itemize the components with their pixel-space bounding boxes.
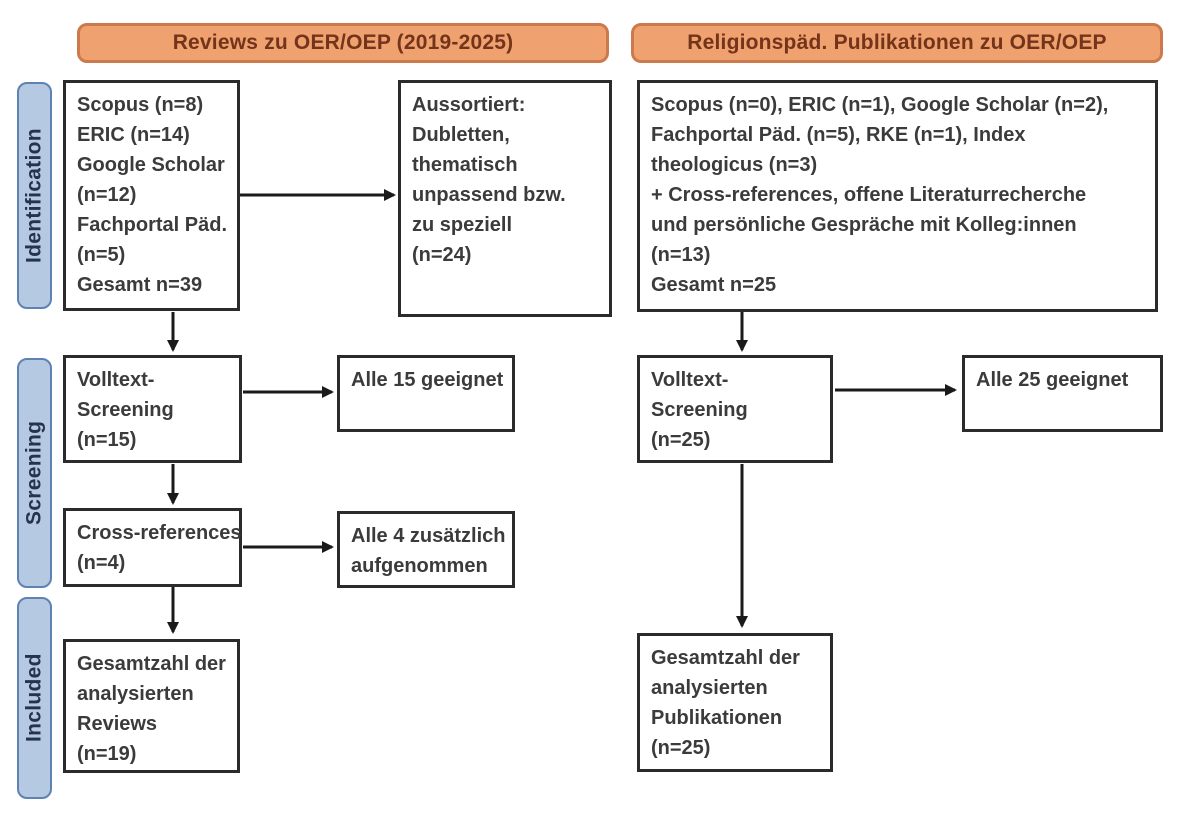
- text-line: Screening: [77, 399, 174, 421]
- stage-label-screening: Screening: [17, 358, 52, 588]
- text-line: Gesamtzahl der: [77, 653, 226, 675]
- text-line: Fachportal Päd.: [77, 214, 228, 236]
- text-line: analysierten: [651, 677, 768, 699]
- column-header-religionspaed: Religionspäd. Publikationen zu OER/OEP: [631, 23, 1163, 63]
- stage-label-identification: Identification: [17, 82, 52, 309]
- text-line: (n=12): [77, 184, 137, 206]
- box-included-right: Gesamtzahl der analysierten Publikatione…: [637, 633, 833, 772]
- text-line: Fachportal Päd. (n=5), RKE (n=1), Index: [651, 124, 1026, 146]
- text-line: ERIC (n=14): [77, 124, 190, 146]
- text-line: und persönliche Gespräche mit Kolleg:inn…: [651, 214, 1077, 236]
- stage-label-included: Included: [17, 597, 52, 799]
- text-line: Cross-references: [77, 522, 242, 544]
- text-line: Gesamtzahl der: [651, 647, 800, 669]
- box-sources-left: Scopus (n=8) ERIC (n=14) Google Scholar …: [63, 80, 240, 311]
- text-line: thematisch: [412, 154, 518, 176]
- box-fulltext-screening-left: Volltext- Screening (n=15): [63, 355, 242, 463]
- text-line: Volltext-: [77, 369, 155, 391]
- text-line: aufgenommen: [351, 555, 488, 577]
- text-line: (n=4): [77, 552, 126, 574]
- box-eligible-right: Alle 25 geeignet: [962, 355, 1163, 432]
- box-included-left: Gesamtzahl der analysierten Reviews (n=1…: [63, 639, 240, 773]
- text-line: Google Scholar: [77, 154, 225, 176]
- text-line: Dubletten,: [412, 124, 510, 146]
- text-line: (n=25): [651, 429, 711, 451]
- text-line: (n=24): [412, 244, 472, 266]
- column-header-reviews: Reviews zu OER/OEP (2019-2025): [77, 23, 609, 63]
- text-line: unpassend bzw.: [412, 184, 566, 206]
- text-line: (n=25): [651, 737, 711, 759]
- box-crossref-left: Cross-references (n=4): [63, 508, 242, 587]
- text-line: (n=13): [651, 244, 711, 266]
- text-line: Gesamt n=25: [651, 274, 777, 296]
- text-line: Scopus (n=0), ERIC (n=1), Google Scholar…: [651, 94, 1109, 116]
- text-line: Alle 15 geeignet: [351, 369, 504, 391]
- box-eligible-left: Alle 15 geeignet: [337, 355, 515, 432]
- text-line: analysierten: [77, 683, 194, 705]
- text-line: Alle 4 zusätzlich: [351, 525, 506, 547]
- box-fulltext-screening-right: Volltext- Screening (n=25): [637, 355, 833, 463]
- text-line: (n=15): [77, 429, 137, 451]
- text-line: Reviews: [77, 713, 158, 735]
- text-line: Alle 25 geeignet: [976, 369, 1129, 391]
- box-sources-right: Scopus (n=0), ERIC (n=1), Google Scholar…: [637, 80, 1158, 312]
- text-line: Publikationen: [651, 707, 783, 729]
- text-line: Volltext-: [651, 369, 729, 391]
- box-excluded-left: Aussortiert: Dubletten, thematisch unpas…: [398, 80, 612, 317]
- text-line: Scopus (n=8): [77, 94, 204, 116]
- text-line: Aussortiert:: [412, 94, 526, 116]
- text-line: zu speziell: [412, 214, 513, 236]
- box-crossref-added-left: Alle 4 zusätzlich aufgenommen: [337, 511, 515, 588]
- text-line: theologicus (n=3): [651, 154, 818, 176]
- text-line: (n=5): [77, 244, 126, 266]
- text-line: + Cross-references, offene Literaturrech…: [651, 184, 1087, 206]
- text-line: (n=19): [77, 743, 137, 765]
- text-line: Screening: [651, 399, 748, 421]
- text-line: Gesamt n=39: [77, 274, 203, 296]
